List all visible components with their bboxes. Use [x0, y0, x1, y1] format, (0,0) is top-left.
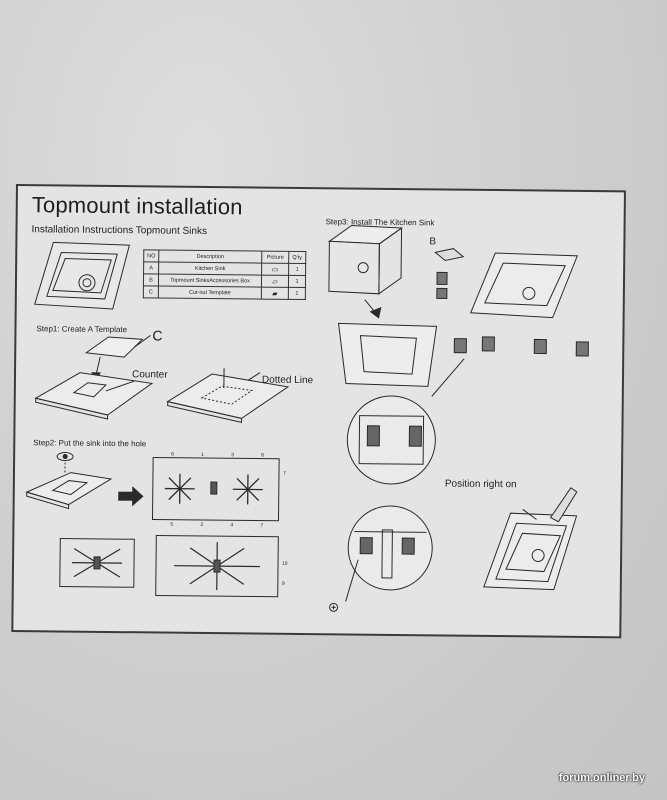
clip-number: 2 — [200, 521, 204, 528]
clip-number: 6 — [171, 451, 174, 458]
clip-number: 10 — [282, 560, 288, 567]
eye-sink-drawing — [25, 452, 113, 510]
position-sink-drawing — [483, 487, 578, 591]
row-qty: 1 — [288, 263, 306, 276]
watermark: forum.onliner.by — [558, 772, 645, 784]
clip-number: 1 — [201, 451, 204, 458]
clips-row-drawing — [453, 336, 589, 357]
row-no: A — [143, 261, 159, 274]
header-no: NO — [143, 249, 159, 262]
callout-c: C — [152, 327, 163, 344]
callout-position-right-on: Position right on — [444, 478, 517, 491]
row-no: B — [143, 273, 159, 286]
sink-overview-drawing — [34, 241, 131, 310]
clip-number: 5 — [170, 521, 174, 528]
row-description: Kitchen Sink — [158, 261, 262, 276]
clip-number: 7 — [260, 522, 264, 529]
cutout-frame-drawing — [337, 322, 438, 387]
callout-dotted-line: Dotted Line — [261, 374, 314, 387]
row-no: C — [143, 285, 159, 298]
header-qty: Q'ty — [288, 251, 306, 264]
row-qty: 1 — [288, 275, 306, 288]
row-description: Cut-out Template — [158, 285, 262, 300]
clip-layout-bottom-left — [59, 537, 135, 588]
clip-layout-bottom-right — [155, 534, 279, 598]
callout-counter: Counter — [131, 369, 168, 381]
dotted-counter-drawing — [166, 368, 290, 423]
detail-circle-top — [346, 358, 465, 485]
detail-circle-bottom — [329, 505, 433, 612]
clip-layout-top — [151, 456, 280, 522]
header-picture: Picture — [261, 251, 289, 264]
counter-drawing — [34, 372, 154, 420]
table-row: C Cut-out Template ▰ 1 — [143, 285, 306, 300]
box-icon: ▱ — [261, 275, 289, 288]
parts-table: NO Description Picture Q'ty A Kitchen Si… — [143, 249, 307, 300]
instruction-drawings — [25, 225, 589, 612]
clip-number: 7 — [282, 470, 286, 477]
row-description: Topmount SinksAccessories Box — [158, 273, 262, 288]
clip-number: 3 — [231, 452, 234, 459]
clip-number: 4 — [230, 522, 234, 529]
sink-box-drawing — [327, 225, 404, 319]
template-icon: ▰ — [261, 287, 289, 300]
step3-label: Step3: Install The Kitchen Sink — [325, 217, 435, 228]
header-description: Description — [158, 249, 262, 264]
instruction-sheet: Topmount installation Installation Instr… — [11, 184, 626, 639]
step2-label: Step2: Put the sink into the hole — [33, 438, 147, 449]
step1-label: Step1: Create A Template — [36, 324, 128, 335]
accessories-box-drawing — [434, 248, 465, 300]
sink-icon: ▭ — [261, 263, 289, 276]
clip-number: 8 — [261, 452, 264, 459]
callout-b: B — [429, 236, 437, 248]
sink-topview-drawing — [469, 252, 579, 319]
row-qty: 1 — [288, 287, 306, 300]
clip-number: 9 — [281, 580, 285, 587]
arrow-right-icon — [118, 486, 144, 507]
